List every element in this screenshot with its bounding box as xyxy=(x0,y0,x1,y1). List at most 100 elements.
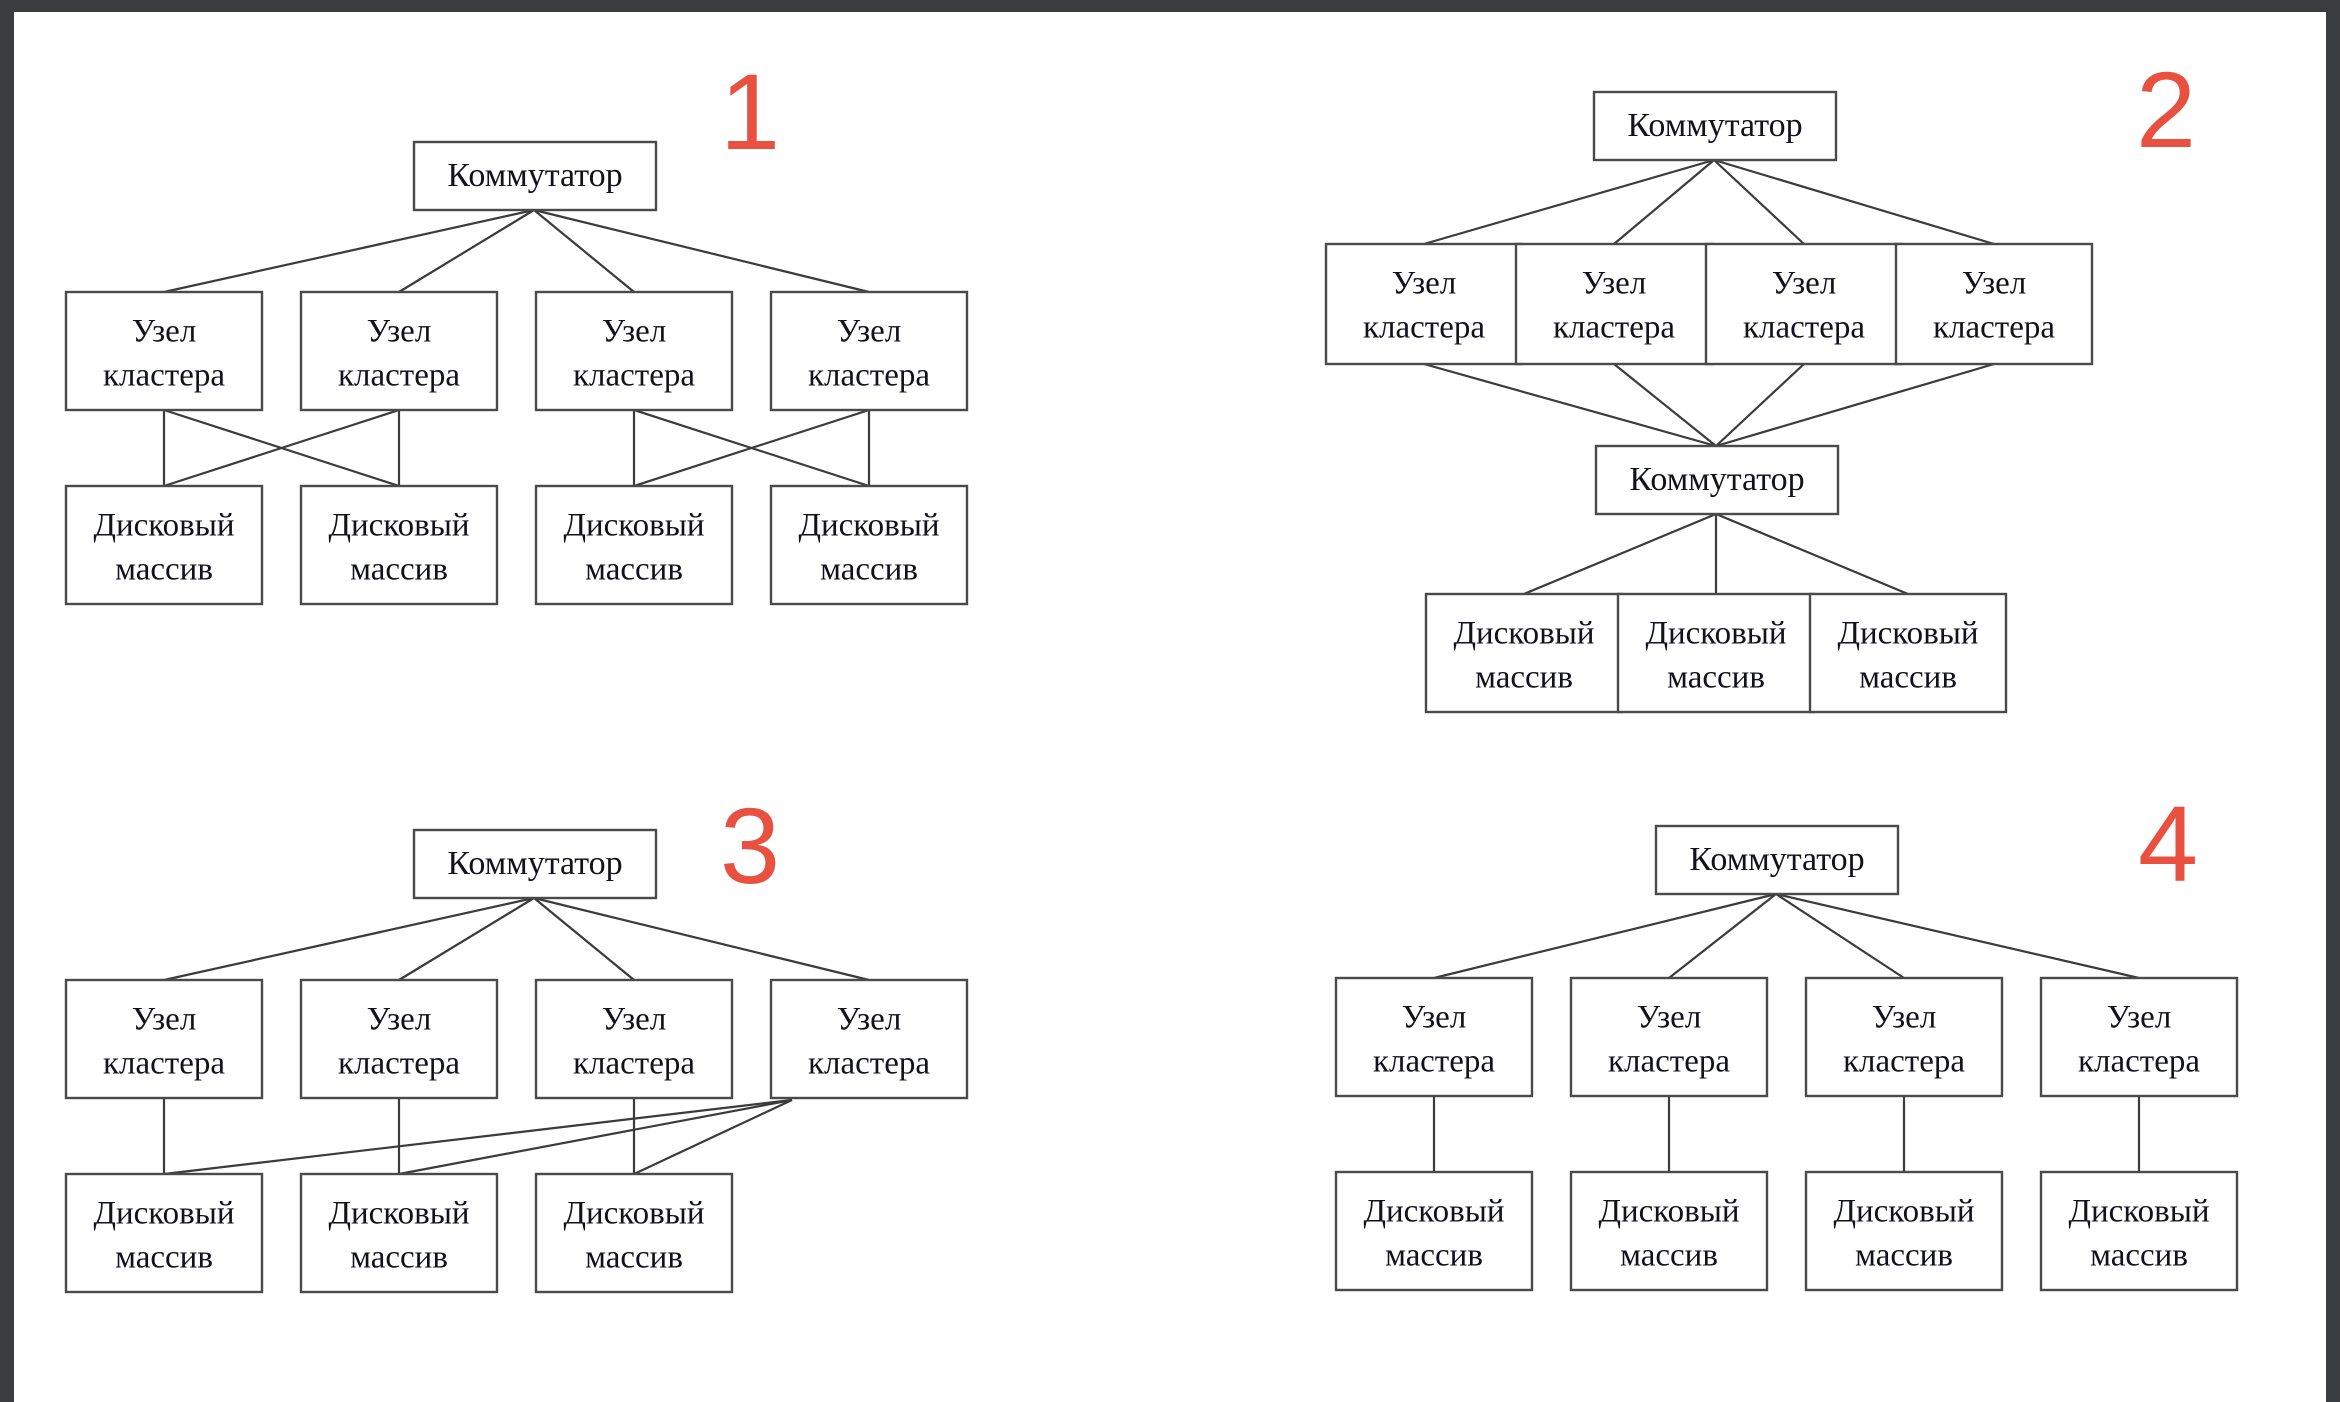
cluster-node-label-line2: кластера xyxy=(338,358,460,394)
disk-array-box[interactable]: Дисковый массив xyxy=(1804,1170,2004,1292)
cluster-node-box[interactable]: Узел кластера xyxy=(1569,976,1769,1098)
edge-sw1-cn1 xyxy=(1433,892,1777,980)
edge-sw1-cn3 xyxy=(1775,893,1905,979)
cluster-node-box[interactable]: Узел кластера xyxy=(534,290,734,412)
disk-array-label-line2: массив xyxy=(115,1240,213,1276)
edge-cn4-sw2 xyxy=(1715,362,1995,448)
disk-array-box[interactable]: Дисковый массив xyxy=(1569,1170,1769,1292)
disk-array-label-line2: массив xyxy=(1667,660,1765,696)
disk-array-label-line1: Дисковый xyxy=(563,1196,704,1232)
edge-cn4-da3 xyxy=(633,1099,793,1175)
cluster-node-label-line2: кластера xyxy=(808,358,930,394)
cluster-node-label-line2: кластера xyxy=(808,1046,930,1082)
switch-label: Коммутатор xyxy=(447,157,622,194)
edge-sw1-cn4 xyxy=(533,208,870,294)
cluster-node-box[interactable]: Узел кластера xyxy=(1804,976,2004,1098)
disk-array-label-line1: Дисковый xyxy=(563,508,704,544)
cluster-node-label-line2: кластера xyxy=(103,358,225,394)
disk-array-box[interactable]: Дисковый массив xyxy=(1808,592,2008,714)
edge-sw1-cn1 xyxy=(1423,158,1715,246)
diagram-3-canvas: Коммутатор Узел кластера Узел кластера У… xyxy=(64,828,969,1294)
edge-cn4-da2 xyxy=(398,1098,793,1176)
disk-array-label-line2: массив xyxy=(1855,1238,1953,1274)
cluster-node-box[interactable]: Узел кластера xyxy=(299,978,499,1100)
edge-cn1-sw2 xyxy=(1423,362,1717,448)
disk-array-box[interactable]: Дисковый массив xyxy=(299,1172,499,1294)
cluster-node-box[interactable]: Узел кластера xyxy=(299,290,499,412)
disk-array-label-line1: Дисковый xyxy=(1453,616,1594,652)
panel-number-3: 3 xyxy=(720,785,781,906)
cluster-node-label-line2: кластера xyxy=(338,1046,460,1082)
disk-array-box[interactable]: Дисковый массив xyxy=(1424,592,1624,714)
cluster-node-box[interactable]: Узел кластера xyxy=(1894,242,2094,366)
switch-label: Коммутатор xyxy=(1627,107,1802,144)
disk-array-box[interactable]: Дисковый массив xyxy=(534,484,734,606)
edge-sw1-cn4 xyxy=(1713,158,1995,246)
cluster-node-label-line2: кластера xyxy=(1843,1044,1965,1080)
disk-array-label-line1: Дисковый xyxy=(1598,1194,1739,1230)
cluster-node-box[interactable]: Узел кластера xyxy=(1704,242,1904,366)
disk-array-label-line2: массив xyxy=(1475,660,1573,696)
disk-array-box[interactable]: Дисковый массив xyxy=(1334,1170,1534,1292)
cluster-node-label-line1: Узел xyxy=(602,1002,667,1038)
cluster-node-box[interactable]: Узел кластера xyxy=(769,290,969,412)
edge-sw2-da3 xyxy=(1715,512,1909,596)
edge-sw1-cn2 xyxy=(398,209,535,293)
disk-array-box[interactable]: Дисковый массив xyxy=(2039,1170,2239,1292)
disk-array-box[interactable]: Дисковый массив xyxy=(64,1172,264,1294)
disk-array-label-line2: массив xyxy=(820,552,918,588)
cluster-node-label-line2: кластера xyxy=(1608,1044,1730,1080)
cluster-node-label-line1: Узел xyxy=(2107,1000,2172,1036)
disk-array-label-line2: массив xyxy=(350,1240,448,1276)
diagram-panel-2: 2 Коммутатор Узел xyxy=(1276,34,2326,734)
cluster-node-label-line2: кластера xyxy=(1373,1044,1495,1080)
switch-label: Коммутатор xyxy=(1629,461,1804,498)
edge-sw1-cn2 xyxy=(398,897,535,981)
edge-sw1-cn4 xyxy=(533,896,870,982)
diagram-4-canvas: Коммутатор Узел кластера Узел кластера У… xyxy=(1334,824,2239,1292)
edge-cn4-da1 xyxy=(163,1098,793,1176)
panel-number-1: 1 xyxy=(720,51,781,172)
panel-number-4: 4 xyxy=(2138,783,2199,904)
diagram-2-canvas: Коммутатор Узел кластера Узел кластера У… xyxy=(1324,90,2094,714)
disk-array-box[interactable]: Дисковый массив xyxy=(1616,592,1816,714)
disk-array-label-line1: Дисковый xyxy=(1837,616,1978,652)
switch-box[interactable]: Коммутатор xyxy=(1594,444,1840,516)
disk-array-label-line1: Дисковый xyxy=(1363,1194,1504,1230)
diagram-1-canvas: Коммутатор Узел кластера Узел кластера У… xyxy=(64,140,969,606)
disk-array-box[interactable]: Дисковый массив xyxy=(769,484,969,606)
switch-label: Коммутатор xyxy=(1689,841,1864,878)
cluster-node-label-line2: кластера xyxy=(1933,310,2055,346)
cluster-node-label-line1: Узел xyxy=(367,1002,432,1038)
edge-sw1-cn3 xyxy=(533,209,635,293)
disk-array-box[interactable]: Дисковый массив xyxy=(64,484,264,606)
edge-sw1-cn1 xyxy=(163,896,535,982)
disk-array-box[interactable]: Дисковый массив xyxy=(534,1172,734,1294)
disk-array-label-line1: Дисковый xyxy=(798,508,939,544)
diagram-panel-1: 1 Коммутатор Узел xyxy=(36,34,1046,674)
cluster-node-box[interactable]: Узел кластера xyxy=(64,290,264,412)
edge-sw1-cn4 xyxy=(1775,892,2140,980)
switch-box[interactable]: Коммутатор xyxy=(1654,824,1900,896)
switch-box[interactable]: Коммутатор xyxy=(412,828,658,900)
switch-label: Коммутатор xyxy=(447,845,622,882)
cluster-node-box[interactable]: Узел кластера xyxy=(769,978,969,1100)
cluster-node-label-line1: Узел xyxy=(132,314,197,350)
cluster-node-box[interactable]: Узел кластера xyxy=(1324,242,1524,366)
cluster-node-box[interactable]: Узел кластера xyxy=(534,978,734,1100)
cluster-node-label-line1: Узел xyxy=(837,1002,902,1038)
cluster-node-label-line2: кластера xyxy=(1553,310,1675,346)
disk-array-box[interactable]: Дисковый массив xyxy=(299,484,499,606)
edge-cn2-da1 xyxy=(163,408,400,488)
cluster-node-box[interactable]: Узел кластера xyxy=(1514,242,1714,366)
switch-box[interactable]: Коммутатор xyxy=(1592,90,1838,162)
cluster-node-box[interactable]: Узел кластера xyxy=(2039,976,2239,1098)
cluster-node-box[interactable]: Узел кластера xyxy=(1334,976,1534,1098)
edge-cn3-sw2 xyxy=(1715,363,1805,447)
disk-array-label-line1: Дисковый xyxy=(2068,1194,2209,1230)
cluster-node-label-line2: кластера xyxy=(1363,310,1485,346)
switch-box[interactable]: Коммутатор xyxy=(412,140,658,212)
cluster-node-box[interactable]: Узел кластера xyxy=(64,978,264,1100)
cluster-node-label-line2: кластера xyxy=(573,358,695,394)
